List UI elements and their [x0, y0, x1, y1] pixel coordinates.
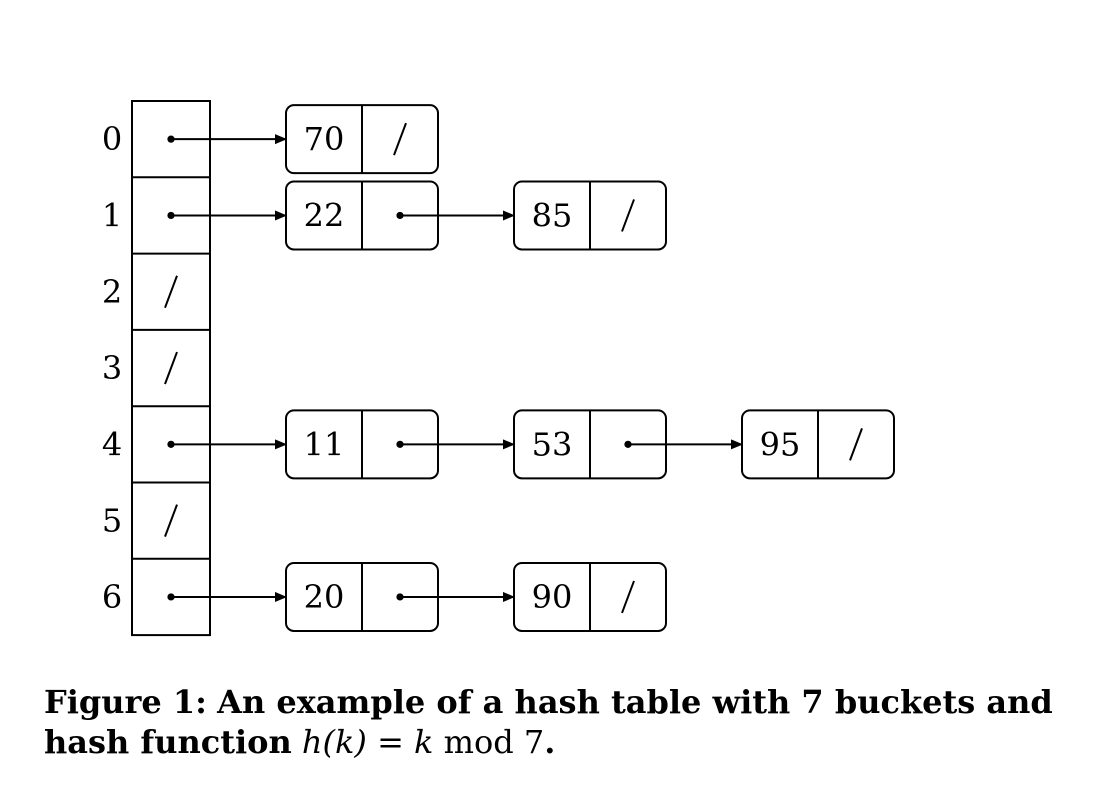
caption-text: An example of a hash table with 7 bucket…	[44, 683, 1053, 761]
caption-end: .	[544, 723, 556, 761]
node-key: 11	[304, 425, 345, 463]
bucket-index-label: 5	[102, 502, 122, 540]
null-slash	[164, 351, 178, 385]
bucket-1: 1	[102, 176, 287, 234]
list-node-70: 70	[285, 104, 439, 175]
caption-formula-op: mod	[433, 723, 524, 761]
bucket-6: 6	[102, 557, 287, 616]
null-slash	[621, 199, 635, 232]
bucket-index-label: 1	[102, 196, 122, 234]
bucket-array-frame	[131, 100, 211, 637]
bucket-2: 2	[102, 252, 210, 311]
bucket-index-label: 6	[102, 578, 122, 616]
node-key: 95	[760, 425, 801, 463]
caption-label: Figure 1:	[44, 683, 207, 721]
bucket-5: 5	[102, 481, 210, 540]
bucket-4: 4	[102, 405, 287, 463]
bucket-index-label: 0	[102, 120, 122, 158]
list-node-11: 11	[285, 409, 515, 480]
bucket-0: 0	[102, 120, 287, 158]
bucket-index-label: 3	[102, 349, 122, 387]
figure-caption: Figure 1: An example of a hash table wit…	[44, 682, 1084, 762]
null-slash	[621, 580, 635, 614]
caption-formula-lhs: h(k)	[301, 723, 367, 761]
caption-formula-mod: 7	[523, 723, 545, 761]
node-key: 70	[304, 120, 345, 158]
bucket-array: 0 1 2 3 4 5 6	[102, 100, 287, 637]
bucket-3: 3	[102, 328, 210, 387]
chains: 70 22 85 11 53 95 20 90	[285, 104, 895, 632]
caption-formula-var: k	[414, 723, 434, 761]
bucket-index-label: 2	[102, 273, 122, 311]
list-node-90: 90	[513, 561, 667, 632]
hash-table-diagram: 0 1 2 3 4 5 6 70 22 85 11 53 95 20 90	[102, 100, 895, 637]
list-node-22: 22	[285, 180, 515, 251]
node-key: 53	[532, 425, 573, 463]
null-slash	[164, 275, 178, 309]
list-node-85: 85	[513, 180, 667, 251]
node-key: 22	[304, 196, 345, 234]
list-node-20: 20	[285, 561, 515, 632]
null-slash	[393, 122, 407, 156]
node-key: 85	[532, 196, 573, 234]
node-key: 20	[304, 578, 345, 616]
node-key: 90	[532, 578, 573, 616]
null-slash	[849, 427, 863, 461]
caption-formula-eq: =	[366, 723, 415, 761]
null-slash	[164, 504, 178, 538]
list-node-53: 53	[513, 409, 743, 480]
list-node-95: 95	[741, 409, 895, 480]
bucket-index-label: 4	[102, 425, 122, 463]
